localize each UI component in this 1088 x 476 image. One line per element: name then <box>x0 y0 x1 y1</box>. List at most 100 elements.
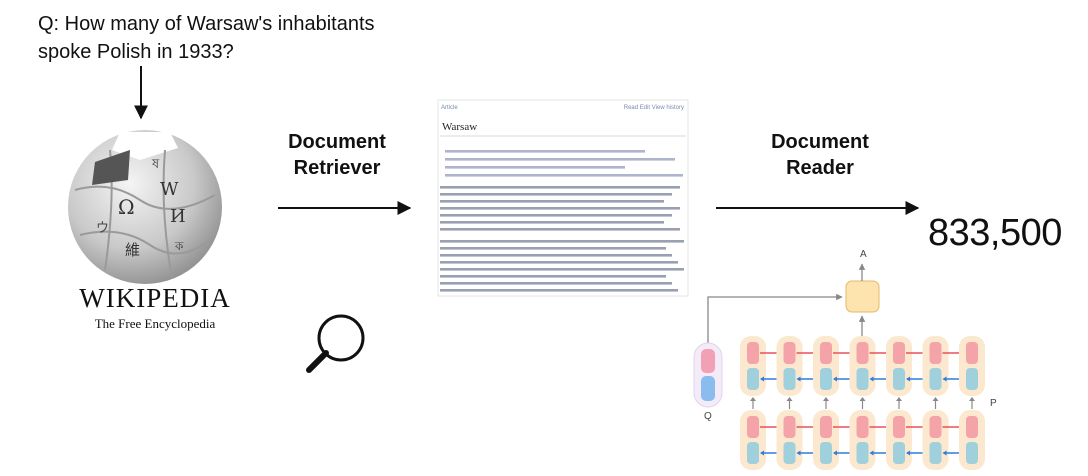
backward-arrowhead <box>760 450 764 456</box>
forward-lstm-cell <box>929 342 942 364</box>
backward-lstm-cell <box>856 442 869 464</box>
reader-label-line-1: Document <box>771 131 869 153</box>
forward-lstm-cell <box>966 342 978 364</box>
document-text-line <box>440 282 672 285</box>
forward-lstm-cell <box>966 416 978 438</box>
forward-lstm-cell <box>820 416 832 438</box>
wikipedia-globe-icon: Ω W И 維 ウ ক ষ <box>68 130 222 284</box>
passage-column-panel <box>813 336 839 396</box>
document-text-line <box>440 186 680 189</box>
passage-column-panel <box>886 336 912 396</box>
document-text-line <box>445 150 645 153</box>
backward-arrowhead <box>906 376 910 382</box>
svg-text:W: W <box>160 179 179 200</box>
svg-text:Ω: Ω <box>118 195 135 219</box>
layer-arrowhead <box>932 397 939 401</box>
passage-column-panel <box>959 336 985 396</box>
backward-arrowhead <box>833 450 837 456</box>
document-text-line <box>440 193 672 196</box>
document-text-line <box>445 158 675 161</box>
passage-column-panel <box>959 410 985 470</box>
backward-lstm-cell <box>893 368 905 390</box>
paragraph-node-label: P <box>990 398 997 409</box>
forward-lstm-cell <box>856 416 869 438</box>
svg-text:ক: ক <box>174 239 184 253</box>
reader-label: Document Reader <box>740 129 900 181</box>
reader-model-diagram <box>693 263 985 470</box>
layer-arrowhead <box>786 397 793 401</box>
backward-arrowhead <box>833 376 837 382</box>
retriever-label-line-2: Retriever <box>293 157 381 179</box>
backward-lstm-cell <box>929 368 942 390</box>
question-text: Q: How many of Warsaw's inhabitants spok… <box>38 10 375 66</box>
document-text-line <box>440 275 666 278</box>
document-text-line <box>445 174 683 177</box>
document-text-line <box>440 268 684 271</box>
retriever-label-line-1: Document <box>288 131 386 153</box>
backward-arrowhead <box>869 376 874 382</box>
wikipedia-wordmark: WIKIPEDIA <box>79 283 231 313</box>
retriever-label: Document Retriever <box>262 129 412 181</box>
forward-lstm-cell <box>893 342 905 364</box>
forward-lstm-cell <box>747 416 759 438</box>
backward-lstm-cell <box>783 368 796 390</box>
passage-column-panel <box>849 336 876 396</box>
document-text-line <box>440 214 672 217</box>
forward-lstm-cell <box>747 342 759 364</box>
backward-arrowhead <box>760 376 764 382</box>
document-thumbnail <box>437 99 689 297</box>
passage-column-panel <box>922 410 949 470</box>
passage-column-panel <box>813 410 839 470</box>
document-text-line <box>440 289 678 292</box>
passage-column-panel <box>740 410 766 470</box>
document-text-line <box>445 166 625 169</box>
passage-column-panel <box>849 410 876 470</box>
layer-arrowhead <box>750 397 756 401</box>
backward-arrowhead <box>942 450 947 456</box>
document-nav-right: Read Edit View history <box>623 105 684 111</box>
forward-lstm-cell <box>783 342 796 364</box>
document-text-line <box>440 261 678 264</box>
question-cell-top <box>701 349 715 373</box>
document-text-line <box>440 200 664 203</box>
magnifier-icon <box>306 314 365 373</box>
forward-lstm-cell <box>856 342 869 364</box>
backward-lstm-cell <box>966 442 978 464</box>
backward-arrowhead <box>942 376 947 382</box>
answer-text: 833,500 <box>928 212 1062 254</box>
forward-lstm-cell <box>820 342 832 364</box>
document-nav-left: Article <box>441 105 458 111</box>
document-title: Warsaw <box>442 121 478 133</box>
forward-lstm-cell <box>929 416 942 438</box>
backward-arrowhead <box>906 450 910 456</box>
question-cell-bottom <box>701 376 715 401</box>
layer-arrowhead <box>823 397 829 401</box>
document-nav: Article Read Edit View history <box>441 105 688 111</box>
passage-column-panel <box>922 336 949 396</box>
layer-arrowhead <box>896 397 902 401</box>
passage-column-panel <box>740 336 766 396</box>
question-line-1: Q: How many of Warsaw's inhabitants <box>38 13 375 35</box>
backward-arrowhead <box>869 450 874 456</box>
attention-box <box>845 280 880 313</box>
layer-arrowhead <box>969 397 975 401</box>
layer-arrowhead <box>859 397 866 401</box>
backward-lstm-cell <box>966 368 978 390</box>
document-text-line <box>440 228 680 231</box>
backward-lstm-cell <box>747 368 759 390</box>
backward-lstm-cell <box>893 442 905 464</box>
document-text-line <box>440 254 672 257</box>
reader-label-line-2: Reader <box>786 157 854 179</box>
backward-arrowhead <box>796 450 801 456</box>
backward-lstm-cell <box>820 442 832 464</box>
document-text-line <box>440 247 666 250</box>
svg-text:ষ: ষ <box>151 157 160 172</box>
svg-text:ウ: ウ <box>96 221 109 236</box>
document-text-line <box>440 207 680 210</box>
backward-lstm-cell <box>929 442 942 464</box>
forward-lstm-cell <box>893 416 905 438</box>
backward-lstm-cell <box>783 442 796 464</box>
passage-column-panel <box>776 336 803 396</box>
forward-lstm-cell <box>783 416 796 438</box>
